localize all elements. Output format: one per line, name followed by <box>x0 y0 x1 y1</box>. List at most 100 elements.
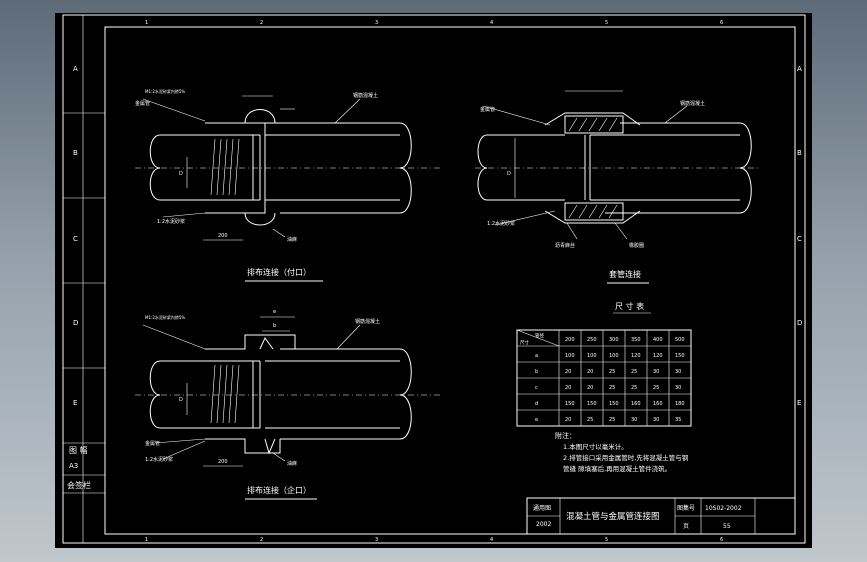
grid-row-label-left: D <box>73 319 78 327</box>
dim-table-cell: 30 <box>675 385 681 391</box>
dim-table-cell: 100 <box>609 353 619 359</box>
dim-table-corner-top: 管径 <box>535 332 544 339</box>
dim-table-cell: 120 <box>653 353 663 359</box>
grid-col-label-top: 1 <box>145 20 148 26</box>
notes-line-1: 1.本图尺寸以毫米计。 <box>563 442 628 451</box>
side-label-size-title: 图 幅 <box>69 445 88 455</box>
grid-col-label-top: 2 <box>260 20 263 26</box>
label-mortar-3: 1:2水泥砂浆 <box>145 456 173 463</box>
dim-table-cell: 25 <box>653 385 659 391</box>
caption-view-2: 套管连接 <box>609 269 641 279</box>
grid-row-label-right: D <box>797 319 802 327</box>
dim-b-3: b <box>273 323 276 329</box>
inner-frame <box>104 26 796 535</box>
view-sleeve-joint: 金属管 钢筋混凝土 1:2水泥砂浆 沥青麻丝 橡胶圈 D 套管连接 <box>475 90 760 284</box>
caption-view-3: 排布连接（企口） <box>247 485 311 495</box>
notes-block: 附注： 1.本图尺寸以毫米计。 2.排管接口采用金属管时,先将混凝土管与钢 管缝… <box>555 431 689 473</box>
dim-table-cell: 25 <box>587 417 593 423</box>
dim-table-cell: 30 <box>675 369 681 375</box>
dim-table-cell: 25 <box>609 369 615 375</box>
grid-row-label-left: A <box>73 65 78 73</box>
dimension-table-title: 尺 寸 表 <box>615 301 644 311</box>
side-label-size: A3 <box>69 462 78 470</box>
grid-col-label-bottom: 2 <box>260 537 263 543</box>
left-zone-strip <box>63 15 105 543</box>
dim-table-row-label: e <box>535 417 538 423</box>
notes-line-2: 2.排管接口采用金属管时,先将混凝土管与钢 <box>563 453 689 462</box>
title-block-std-year: 2002 <box>536 521 551 528</box>
dim-table-col-header: 250 <box>587 337 597 343</box>
grid-col-label-top: 4 <box>490 20 493 26</box>
dim-table-col-header: 200 <box>565 337 575 343</box>
label-asphalt-2: 沥青麻丝 <box>555 242 575 249</box>
label-rubber-2: 橡胶圈 <box>629 242 644 249</box>
grid-row-label-right: A <box>797 65 802 73</box>
title-block-figno: 10S02-2002 <box>705 505 742 512</box>
dim-table-col-header: 300 <box>609 337 619 343</box>
grid-col-label-bottom: 3 <box>375 537 378 543</box>
grid-col-label-top: 3 <box>375 20 378 26</box>
grid-col-label-top: 6 <box>720 20 723 26</box>
dim-200-1: 200 <box>218 233 228 239</box>
dim-table-cell: 20 <box>565 417 571 423</box>
dim-200-3: 200 <box>218 459 228 465</box>
dim-table-col-header: 500 <box>675 337 685 343</box>
grid-row-label-right: E <box>797 399 801 407</box>
grid-row-label-left: B <box>73 149 78 157</box>
title-block-figno-label: 图集号 <box>677 504 695 512</box>
grid-row-label-left: E <box>73 399 77 407</box>
title-block-title: 混凝土管与金属管连接图 <box>566 511 660 522</box>
label-mortar-1: 1:2水泥砂浆 <box>157 218 185 225</box>
view-tongue-joint: M1:2水泥砂浆内掺5% 钢筋混凝土 金属管 1:2水泥砂浆 油麻 e b D … <box>135 309 440 500</box>
dim-table-row-label: b <box>535 369 538 375</box>
grid-row-label-left: C <box>73 235 78 243</box>
dim-table-row-label: c <box>535 385 538 391</box>
notes-line-3: 管缝 隙填塞后,再用混凝土管件浇筑。 <box>563 464 671 473</box>
grid-col-label-top: 5 <box>605 20 608 26</box>
title-block-page-label: 页 <box>683 523 689 530</box>
label-metal-pipe-1: 金属管 <box>135 100 150 107</box>
title-block-std-label: 通用图 <box>533 504 551 512</box>
dim-table-cell: 150 <box>609 401 619 407</box>
grid-row-label-right: B <box>797 149 802 157</box>
side-label-sign: 会签栏 <box>67 480 91 490</box>
outer-frame <box>62 14 806 544</box>
dim-table-cell: 35 <box>675 417 681 423</box>
label-hemp-1: 油麻 <box>287 236 297 243</box>
dim-table-cell: 20 <box>587 385 593 391</box>
title-block-page: 55 <box>723 523 731 530</box>
dim-table-cell: 160 <box>631 401 641 407</box>
dim-table-cell: 30 <box>631 417 637 423</box>
dim-table-cell: 100 <box>565 353 575 359</box>
grid-col-label-bottom: 1 <box>145 537 148 543</box>
label-small-1: M1:2水泥砂浆内掺5% <box>145 88 185 94</box>
dim-table-cell: 25 <box>609 385 615 391</box>
dim-table-cell: 25 <box>609 417 615 423</box>
dim-d-2: D <box>507 171 511 177</box>
dim-d-1: D <box>179 171 183 177</box>
caption-view-1: 排布连接（付口） <box>247 267 311 277</box>
dim-table-cell: 160 <box>653 401 663 407</box>
dim-table-cell: 120 <box>631 353 641 359</box>
dim-table-cell: 150 <box>587 401 597 407</box>
grid-col-label-bottom: 4 <box>490 537 493 543</box>
label-hemp-3: 油麻 <box>287 460 297 467</box>
dim-table-col-header: 350 <box>631 337 641 343</box>
dim-table-cell: 30 <box>653 417 659 423</box>
title-block: 通用图 2002 混凝土管与金属管连接图 图集号 10S02-2002 页 55 <box>526 497 796 535</box>
dim-e-3: e <box>273 309 276 315</box>
grid-col-label-bottom: 6 <box>720 537 723 543</box>
dim-table-row-label: d <box>535 401 538 407</box>
label-concrete-3: 钢筋混凝土 <box>355 318 380 325</box>
dim-table-cell: 180 <box>675 401 685 407</box>
dim-table-corner-diagonal <box>516 329 560 347</box>
dim-table-cell: 150 <box>675 353 685 359</box>
label-metal-pipe-3: 金属管 <box>145 440 160 447</box>
dim-table-cell: 100 <box>587 353 597 359</box>
label-concrete-1: 钢筋混凝土 <box>353 92 378 99</box>
grid-row-label-right: C <box>797 235 802 243</box>
view-socket-joint: 金属管 钢筋混凝土 M1:2水泥砂浆内掺5% 1:2水泥砂浆 油麻 D 200 … <box>135 88 440 282</box>
